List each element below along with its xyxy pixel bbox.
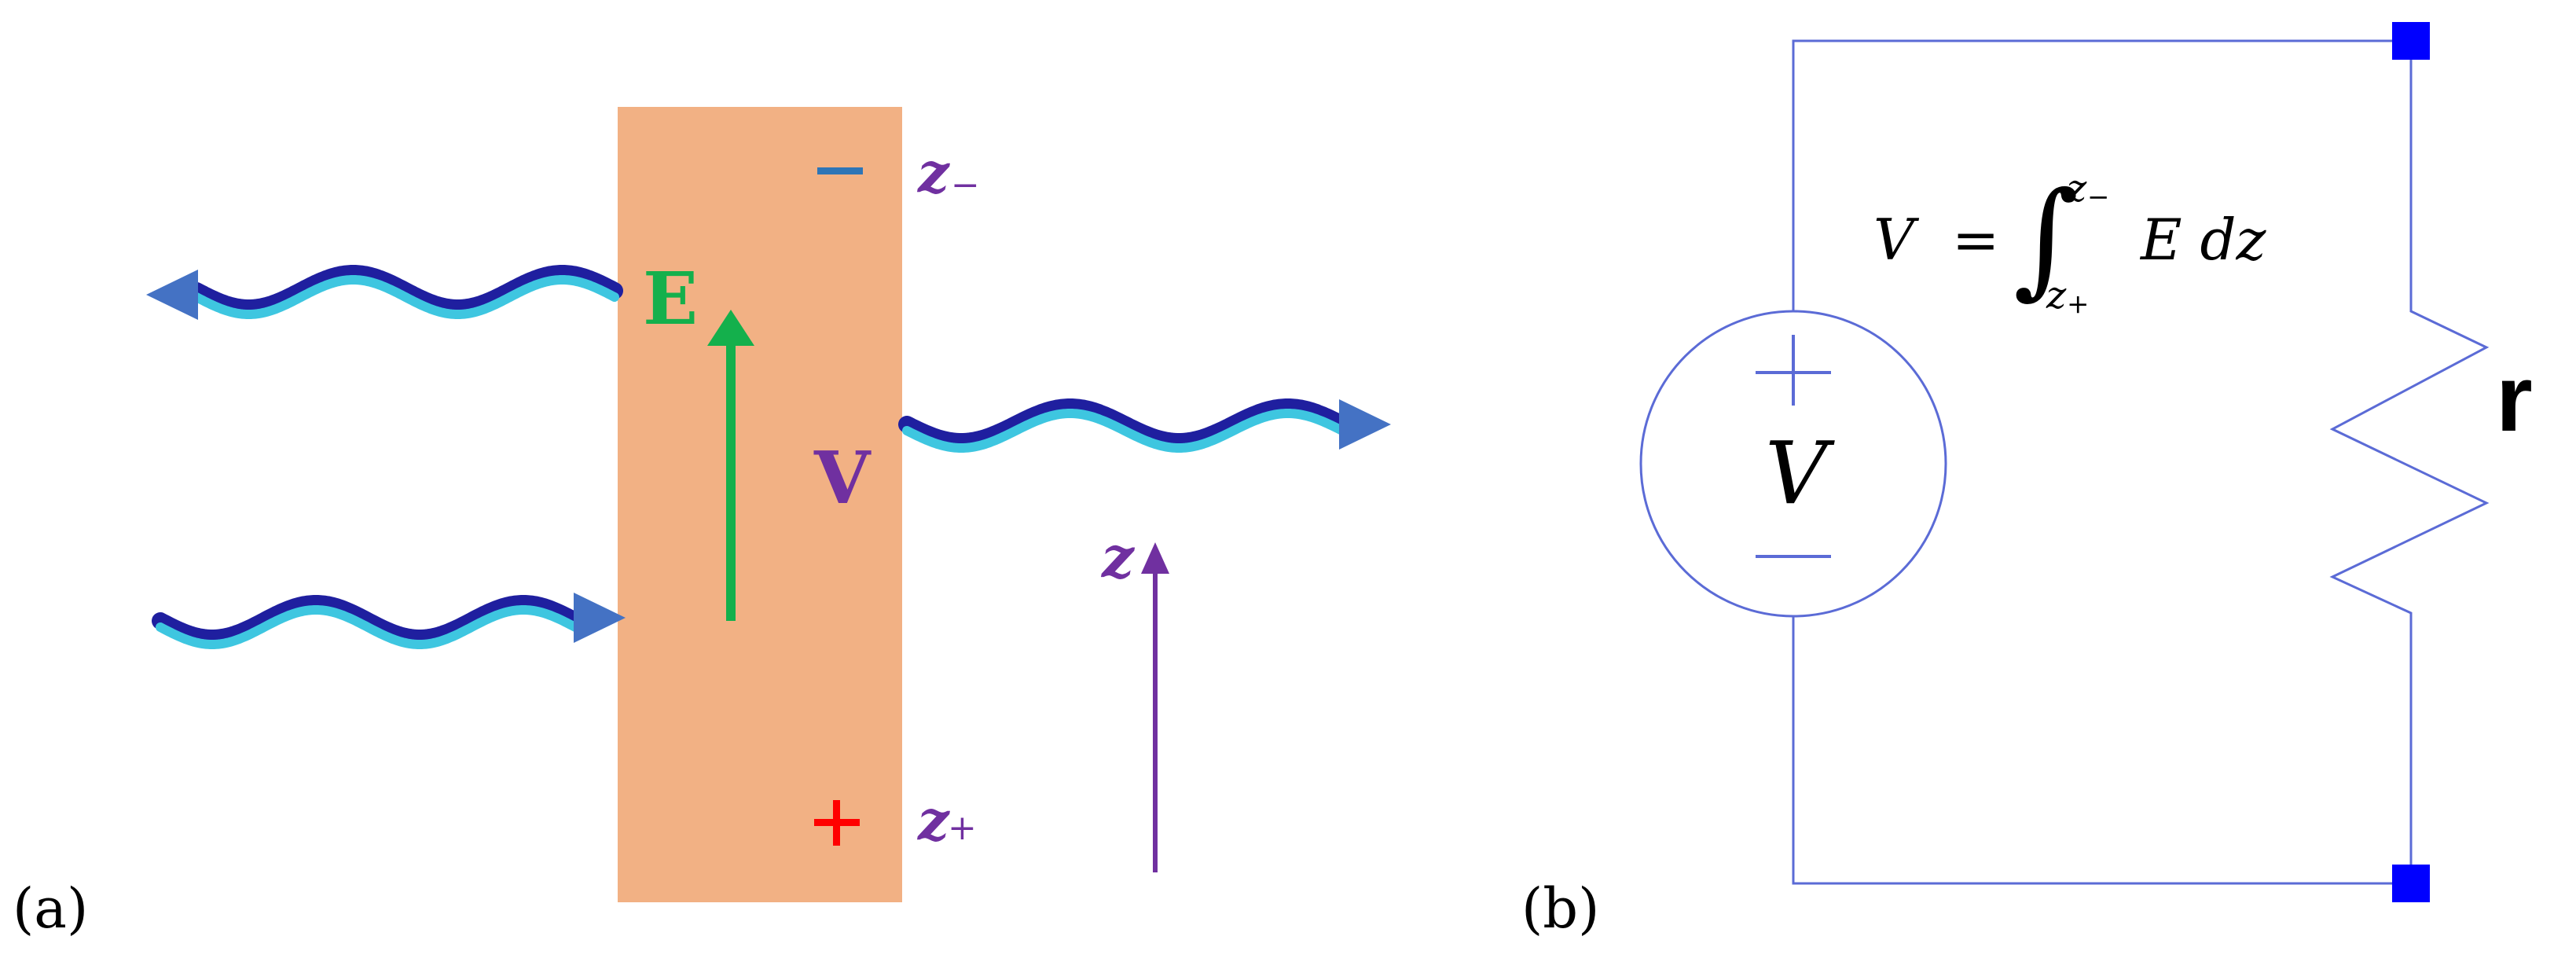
panel-a: E V z − z + z (a) bbox=[13, 107, 1391, 941]
wave-incident-arrowhead bbox=[574, 593, 626, 643]
wave-transmitted-arrowhead bbox=[1339, 399, 1391, 450]
z-axis-label: z bbox=[1100, 523, 1136, 590]
resistor-label: r bbox=[2496, 346, 2533, 451]
voltage-equation: V = ∫ z − z + E dz bbox=[1873, 164, 2267, 320]
terminal-bottom bbox=[2392, 865, 2430, 902]
svg-text:+: + bbox=[948, 808, 977, 848]
svg-text:−: − bbox=[2087, 182, 2110, 213]
svg-text:+: + bbox=[2067, 288, 2090, 320]
svg-text:z: z bbox=[916, 140, 950, 205]
z-plus-label: z + bbox=[916, 788, 977, 853]
wave-incident bbox=[152, 593, 626, 649]
field-arrowhead bbox=[707, 310, 754, 346]
svg-text:z: z bbox=[2046, 274, 2067, 318]
svg-text:=: = bbox=[1952, 207, 1999, 273]
circuit-wires bbox=[1639, 39, 2490, 885]
integral-sign: ∫ bbox=[2013, 164, 2079, 311]
panel-b-label: (b) bbox=[1521, 876, 1599, 941]
plus-sign bbox=[814, 800, 860, 846]
voltage-label: V bbox=[813, 435, 872, 520]
panel-a-label: (a) bbox=[13, 876, 88, 941]
svg-text:−: − bbox=[951, 165, 980, 205]
z-axis-arrowhead bbox=[1141, 542, 1169, 574]
terminal-top bbox=[2392, 22, 2430, 60]
svg-text:z: z bbox=[2066, 167, 2087, 211]
source-label: V bbox=[1765, 423, 1835, 523]
wave-reflected-arrowhead bbox=[146, 270, 198, 320]
field-label: E bbox=[643, 256, 698, 341]
wave-reflected bbox=[146, 265, 623, 320]
panel-b: V V = ∫ z − z + E dz r (b) bbox=[1521, 22, 2533, 941]
z-minus-label: z − bbox=[916, 140, 980, 205]
minus-sign bbox=[817, 167, 863, 174]
wave-transmitted bbox=[898, 398, 1391, 453]
source-plus bbox=[1756, 335, 1831, 406]
svg-text:E dz: E dz bbox=[2139, 207, 2267, 273]
svg-text:V: V bbox=[1873, 207, 1920, 273]
svg-text:z: z bbox=[916, 788, 950, 853]
slab bbox=[618, 107, 902, 902]
